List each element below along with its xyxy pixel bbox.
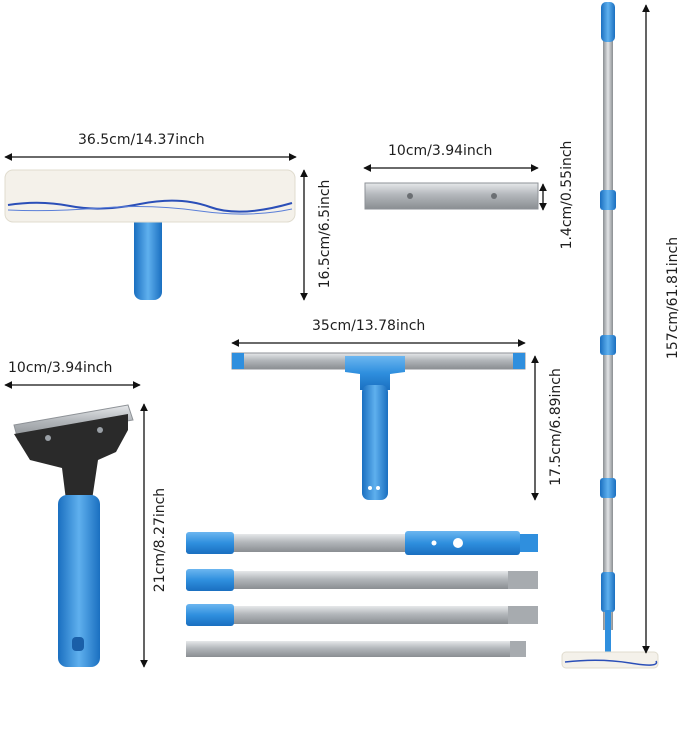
squeegee-height-label: 17.5cm/6.89inch — [548, 368, 564, 486]
mop-height-label: 16.5cm/6.5inch — [317, 179, 333, 289]
scraper-blade — [364, 182, 539, 210]
mop-washer — [4, 169, 296, 300]
pole-section-1 — [186, 531, 538, 555]
scraper-width-label: 10cm/3.94inch — [8, 360, 113, 376]
blade-width-label: 10cm/3.94inch — [388, 143, 493, 159]
assembled-pole — [561, 2, 659, 669]
pole-section-4 — [186, 641, 526, 657]
pole-section-3 — [186, 604, 538, 626]
squeegee-width-label: 35cm/13.78inch — [312, 318, 426, 334]
pole-length-label: 157cm/61.81inch — [665, 236, 679, 360]
squeegee — [231, 352, 526, 500]
scraper-height-label: 21cm/8.27inch — [152, 487, 168, 593]
blade-height-label: 1.4cm/0.55inch — [559, 140, 575, 250]
hand-scraper — [13, 404, 134, 667]
mop-width-label: 36.5cm/14.37inch — [78, 132, 205, 148]
pole-section-2 — [186, 569, 538, 591]
